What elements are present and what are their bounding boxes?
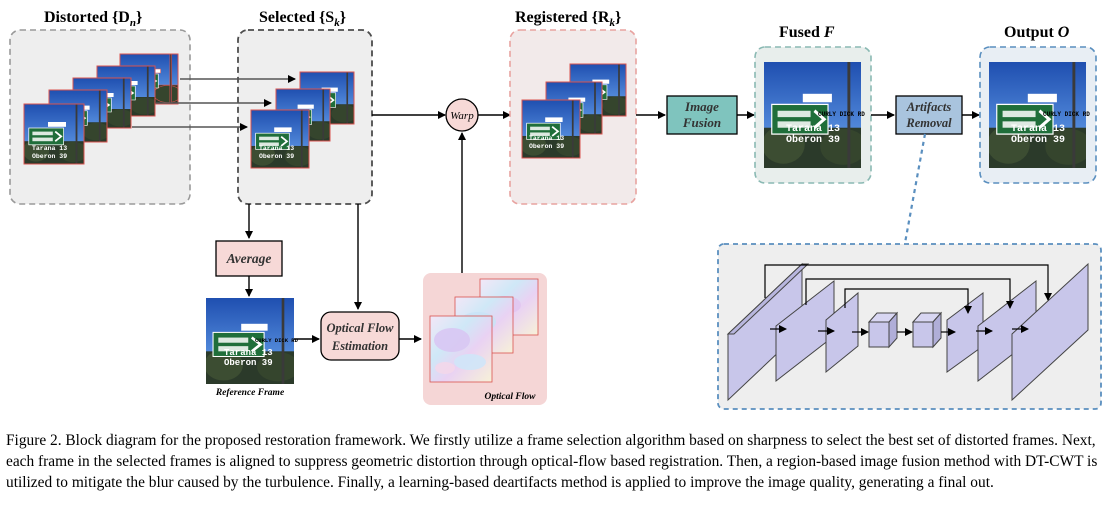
svg-text:Oberon 39: Oberon 39 bbox=[529, 143, 564, 150]
svg-text:Tarana 13: Tarana 13 bbox=[786, 124, 840, 135]
svg-text:Oberon 39: Oberon 39 bbox=[786, 134, 840, 146]
distorted-label: Distorted {Dn} bbox=[44, 9, 142, 29]
image-fusion-block bbox=[666, 95, 738, 135]
of-est-label-1: Optical Flow bbox=[326, 321, 394, 335]
svg-text:Oberon 39: Oberon 39 bbox=[259, 153, 294, 160]
reference-sign-text: CURLY DICK RD Tarana 13 Oberon 39 bbox=[224, 337, 299, 368]
artifacts-detail-connector bbox=[903, 133, 927, 244]
svg-text:Oberon 39: Oberon 39 bbox=[224, 358, 273, 368]
selected-label: Selected {Sk} bbox=[259, 9, 346, 29]
optical-flow-stack bbox=[429, 278, 539, 383]
image-fusion-label-2: Fusion bbox=[682, 115, 721, 130]
svg-text:CURLY DICK RD: CURLY DICK RD bbox=[255, 337, 299, 344]
optical-flow-caption: Optical Flow bbox=[485, 392, 537, 402]
output-sign-text: CURLY DICK RD Tarana 13 Oberon 39 bbox=[1011, 111, 1090, 146]
svg-text:Oberon 39: Oberon 39 bbox=[1011, 134, 1065, 146]
image-fusion-label-1: Image bbox=[684, 99, 719, 114]
svg-text:Tarana 13: Tarana 13 bbox=[529, 135, 564, 142]
average-block bbox=[215, 240, 283, 277]
svg-text:Tarana 13: Tarana 13 bbox=[224, 348, 273, 358]
svg-text:Tarana 13: Tarana 13 bbox=[32, 145, 67, 152]
network-detail-box bbox=[717, 243, 1102, 410]
registered-front-sign: Tarana 13 Oberon 39 bbox=[529, 135, 564, 150]
network-connections bbox=[764, 264, 1052, 336]
svg-text:Oberon 39: Oberon 39 bbox=[32, 153, 67, 160]
network-architecture bbox=[726, 262, 1089, 402]
svg-text:CURLY DICK RD: CURLY DICK RD bbox=[818, 111, 865, 118]
figure-caption: Figure 2. Block diagram for the proposed… bbox=[6, 432, 1098, 491]
framework-diagram: Distorted {Dn} Selected {Sk} Registered … bbox=[9, 9, 1102, 410]
registered-frame-stack: Tarana 13 Oberon 39 bbox=[521, 63, 627, 159]
bottleneck-cube-2 bbox=[912, 321, 934, 348]
enc-layer-3 bbox=[825, 291, 859, 374]
selected-frame-stack: Tarana 13 Oberon 39 bbox=[250, 71, 355, 169]
selected-front-sign: Tarana 13 Oberon 39 bbox=[259, 145, 294, 160]
optical-flow-estimation-block bbox=[320, 311, 400, 361]
output-label: Output O bbox=[1004, 24, 1070, 41]
of-est-label-2: Estimation bbox=[331, 339, 388, 353]
artifacts-label-1: Artifacts bbox=[906, 100, 952, 114]
bottleneck-cube-1 bbox=[868, 321, 890, 348]
fused-label: Fused F bbox=[779, 24, 835, 41]
distorted-frame-stack: Tarana 13 Oberon 39 bbox=[23, 53, 179, 165]
svg-text:Tarana 13: Tarana 13 bbox=[1011, 124, 1065, 135]
dec-layer-3 bbox=[1011, 262, 1089, 402]
distorted-front-sign: Tarana 13 Oberon 39 bbox=[32, 145, 67, 160]
svg-text:Tarana 13: Tarana 13 bbox=[259, 145, 294, 152]
reference-frame-caption: Reference Frame bbox=[215, 388, 285, 398]
registered-label: Registered {Rk} bbox=[515, 9, 621, 29]
artifacts-label-2: Removal bbox=[905, 116, 952, 130]
fused-sign-text: CURLY DICK RD Tarana 13 Oberon 39 bbox=[786, 111, 865, 146]
svg-text:CURLY DICK RD: CURLY DICK RD bbox=[1043, 111, 1090, 118]
average-label: Average bbox=[226, 251, 272, 266]
artifacts-removal-block bbox=[895, 95, 963, 135]
warp-label: Warp bbox=[450, 110, 474, 122]
